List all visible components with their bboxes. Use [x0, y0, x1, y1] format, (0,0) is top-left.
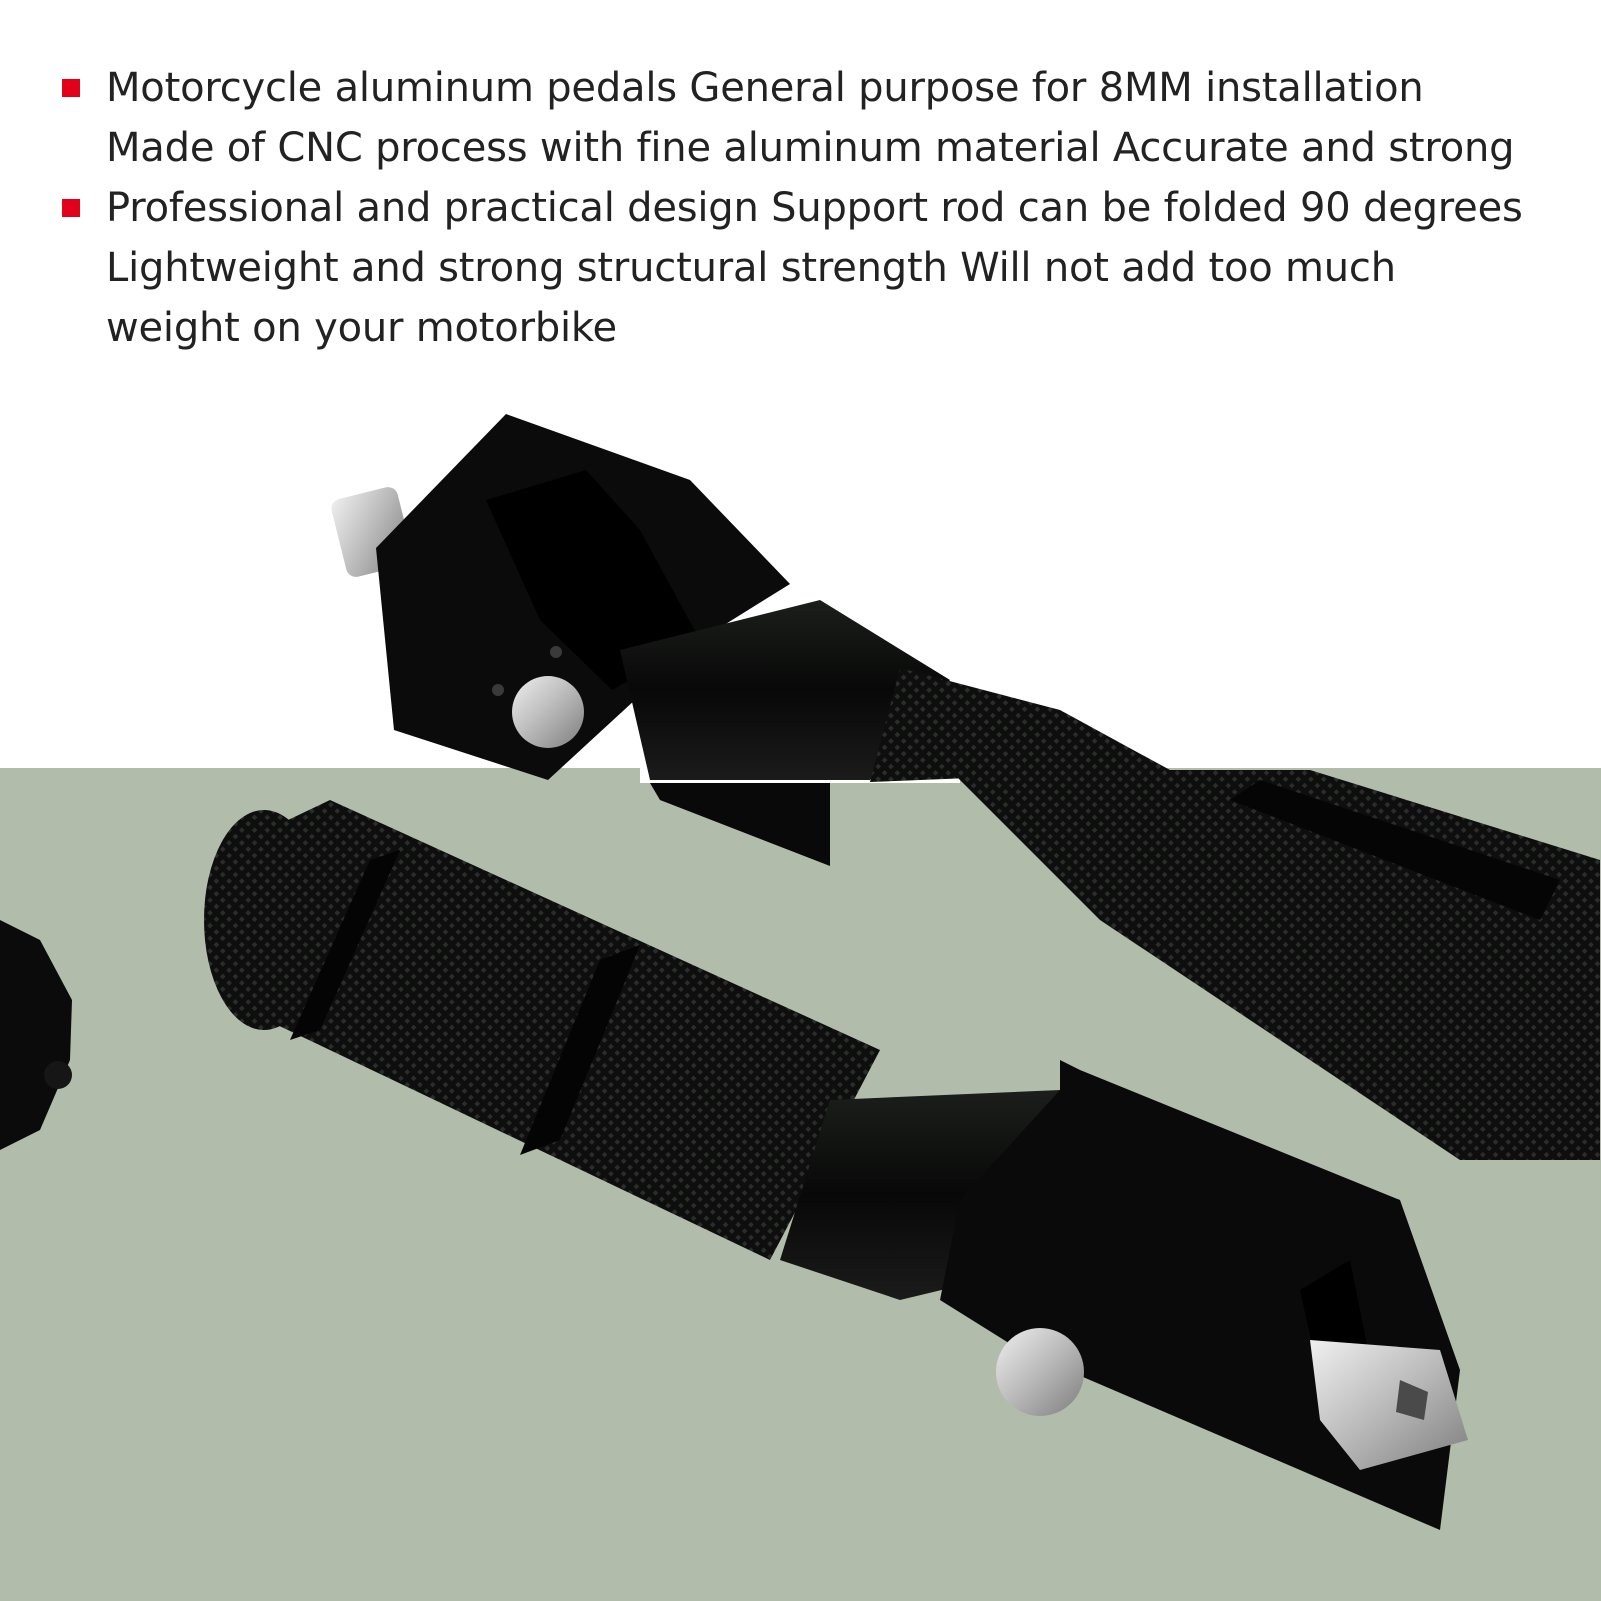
rear-grip-ring [1230, 780, 1560, 920]
upper-screw-hole [550, 646, 562, 658]
square-bullet-icon [62, 199, 80, 217]
upper-pivot-bolt [512, 676, 584, 748]
upper-screw-hole [492, 684, 504, 696]
lower-hex-pin [1310, 1340, 1468, 1470]
feature-list: Motorcycle aluminum pedals General purpo… [62, 58, 1562, 358]
lower-pedal [204, 770, 1600, 1530]
feature-line: weight on your motorbike [106, 305, 617, 351]
feature-item: Motorcycle aluminum pedals General purpo… [62, 58, 1562, 178]
left-pedal-cap [44, 1061, 72, 1089]
feature-line: Motorcycle aluminum pedals General purpo… [106, 65, 1424, 111]
middle-bracket [650, 783, 830, 866]
front-grip-end [204, 810, 324, 1030]
square-bullet-icon [62, 79, 80, 97]
feature-line: Made of CNC process with fine aluminum m… [106, 125, 1515, 171]
lower-pivot-bolt [996, 1328, 1084, 1416]
feature-item: Professional and practical design Suppor… [62, 178, 1562, 358]
front-knurled-grip [225, 800, 880, 1260]
upper-bracket-slot [486, 470, 700, 690]
hex-socket-icon [1396, 1380, 1428, 1420]
grip-ring [290, 850, 400, 1040]
upper-pedal [331, 414, 1170, 782]
upper-tube [620, 600, 950, 780]
left-partial-pedal [0, 920, 72, 1150]
upper-knurled-grip [870, 668, 1170, 782]
grip-ring [520, 945, 640, 1155]
feature-line: Lightweight and strong structural streng… [106, 245, 1396, 291]
left-pedal-body [0, 920, 72, 1150]
feature-line: Professional and practical design Suppor… [106, 185, 1523, 231]
